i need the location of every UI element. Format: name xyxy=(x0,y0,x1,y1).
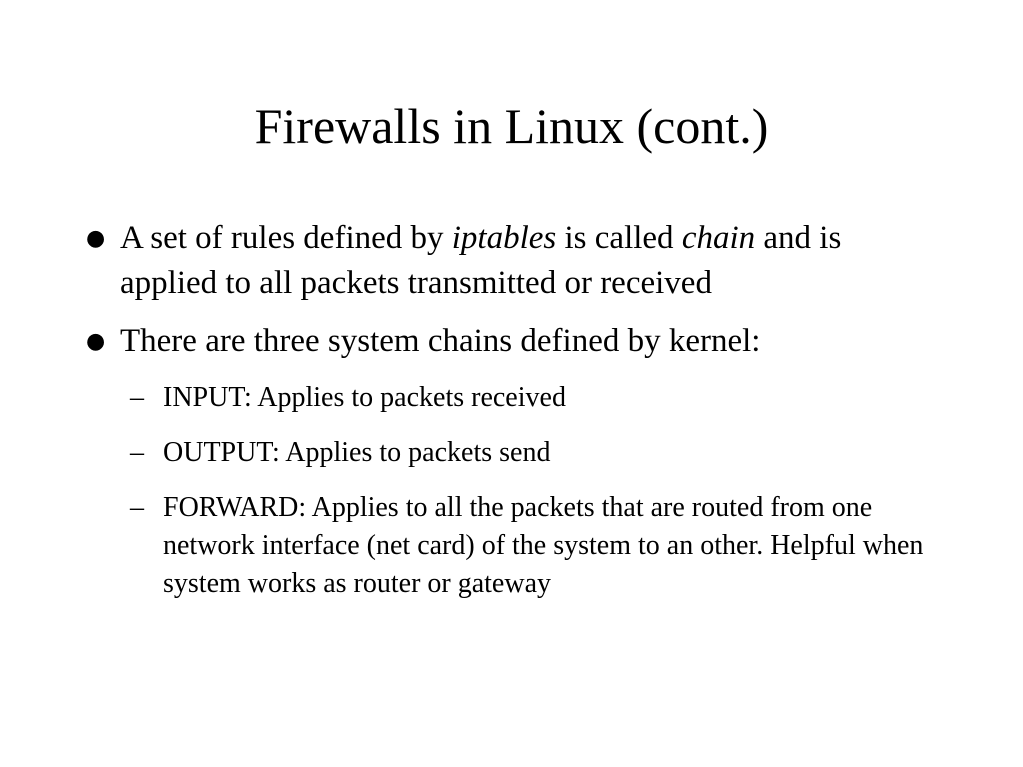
sub-bullet-text: INPUT: Applies to packets received xyxy=(163,382,566,413)
dash-icon: – xyxy=(130,382,144,413)
bullet-text-iptables: iptables xyxy=(451,220,557,256)
dash-icon: – xyxy=(130,437,144,468)
slide-title: Firewalls in Linux (cont.) xyxy=(254,98,769,154)
bullet-item-system-chains: ● There are three system chains defined … xyxy=(86,319,940,364)
sub-bullet-forward: – FORWARD: Applies to all the packets th… xyxy=(130,489,963,603)
bullet-dot-icon: ● xyxy=(86,226,106,251)
sub-bullet-input: – INPUT: Applies to packets received xyxy=(130,379,963,417)
bullet-dot-icon: ● xyxy=(86,329,106,354)
bullet-text-part: A set of rules defined by xyxy=(120,220,452,256)
bullet-item-chain: ● A set of rules defined by iptables is … xyxy=(86,216,940,306)
bullet-list: ● A set of rules defined by iptables is … xyxy=(0,216,1023,603)
bullet-text-part: is called xyxy=(556,220,682,256)
sub-bullet-text: FORWARD: Applies to all the packets that… xyxy=(163,492,924,599)
bullet-text-part: and is applied to all packets transmitte… xyxy=(120,220,842,301)
bullet-text: There are three system chains defined by… xyxy=(120,323,761,359)
sub-bullet-output: – OUTPUT: Applies to packets send xyxy=(130,434,963,472)
bullet-text-chain: chain xyxy=(681,220,756,256)
dash-icon: – xyxy=(130,492,144,523)
sub-bullet-text: OUTPUT: Applies to packets send xyxy=(163,437,551,468)
